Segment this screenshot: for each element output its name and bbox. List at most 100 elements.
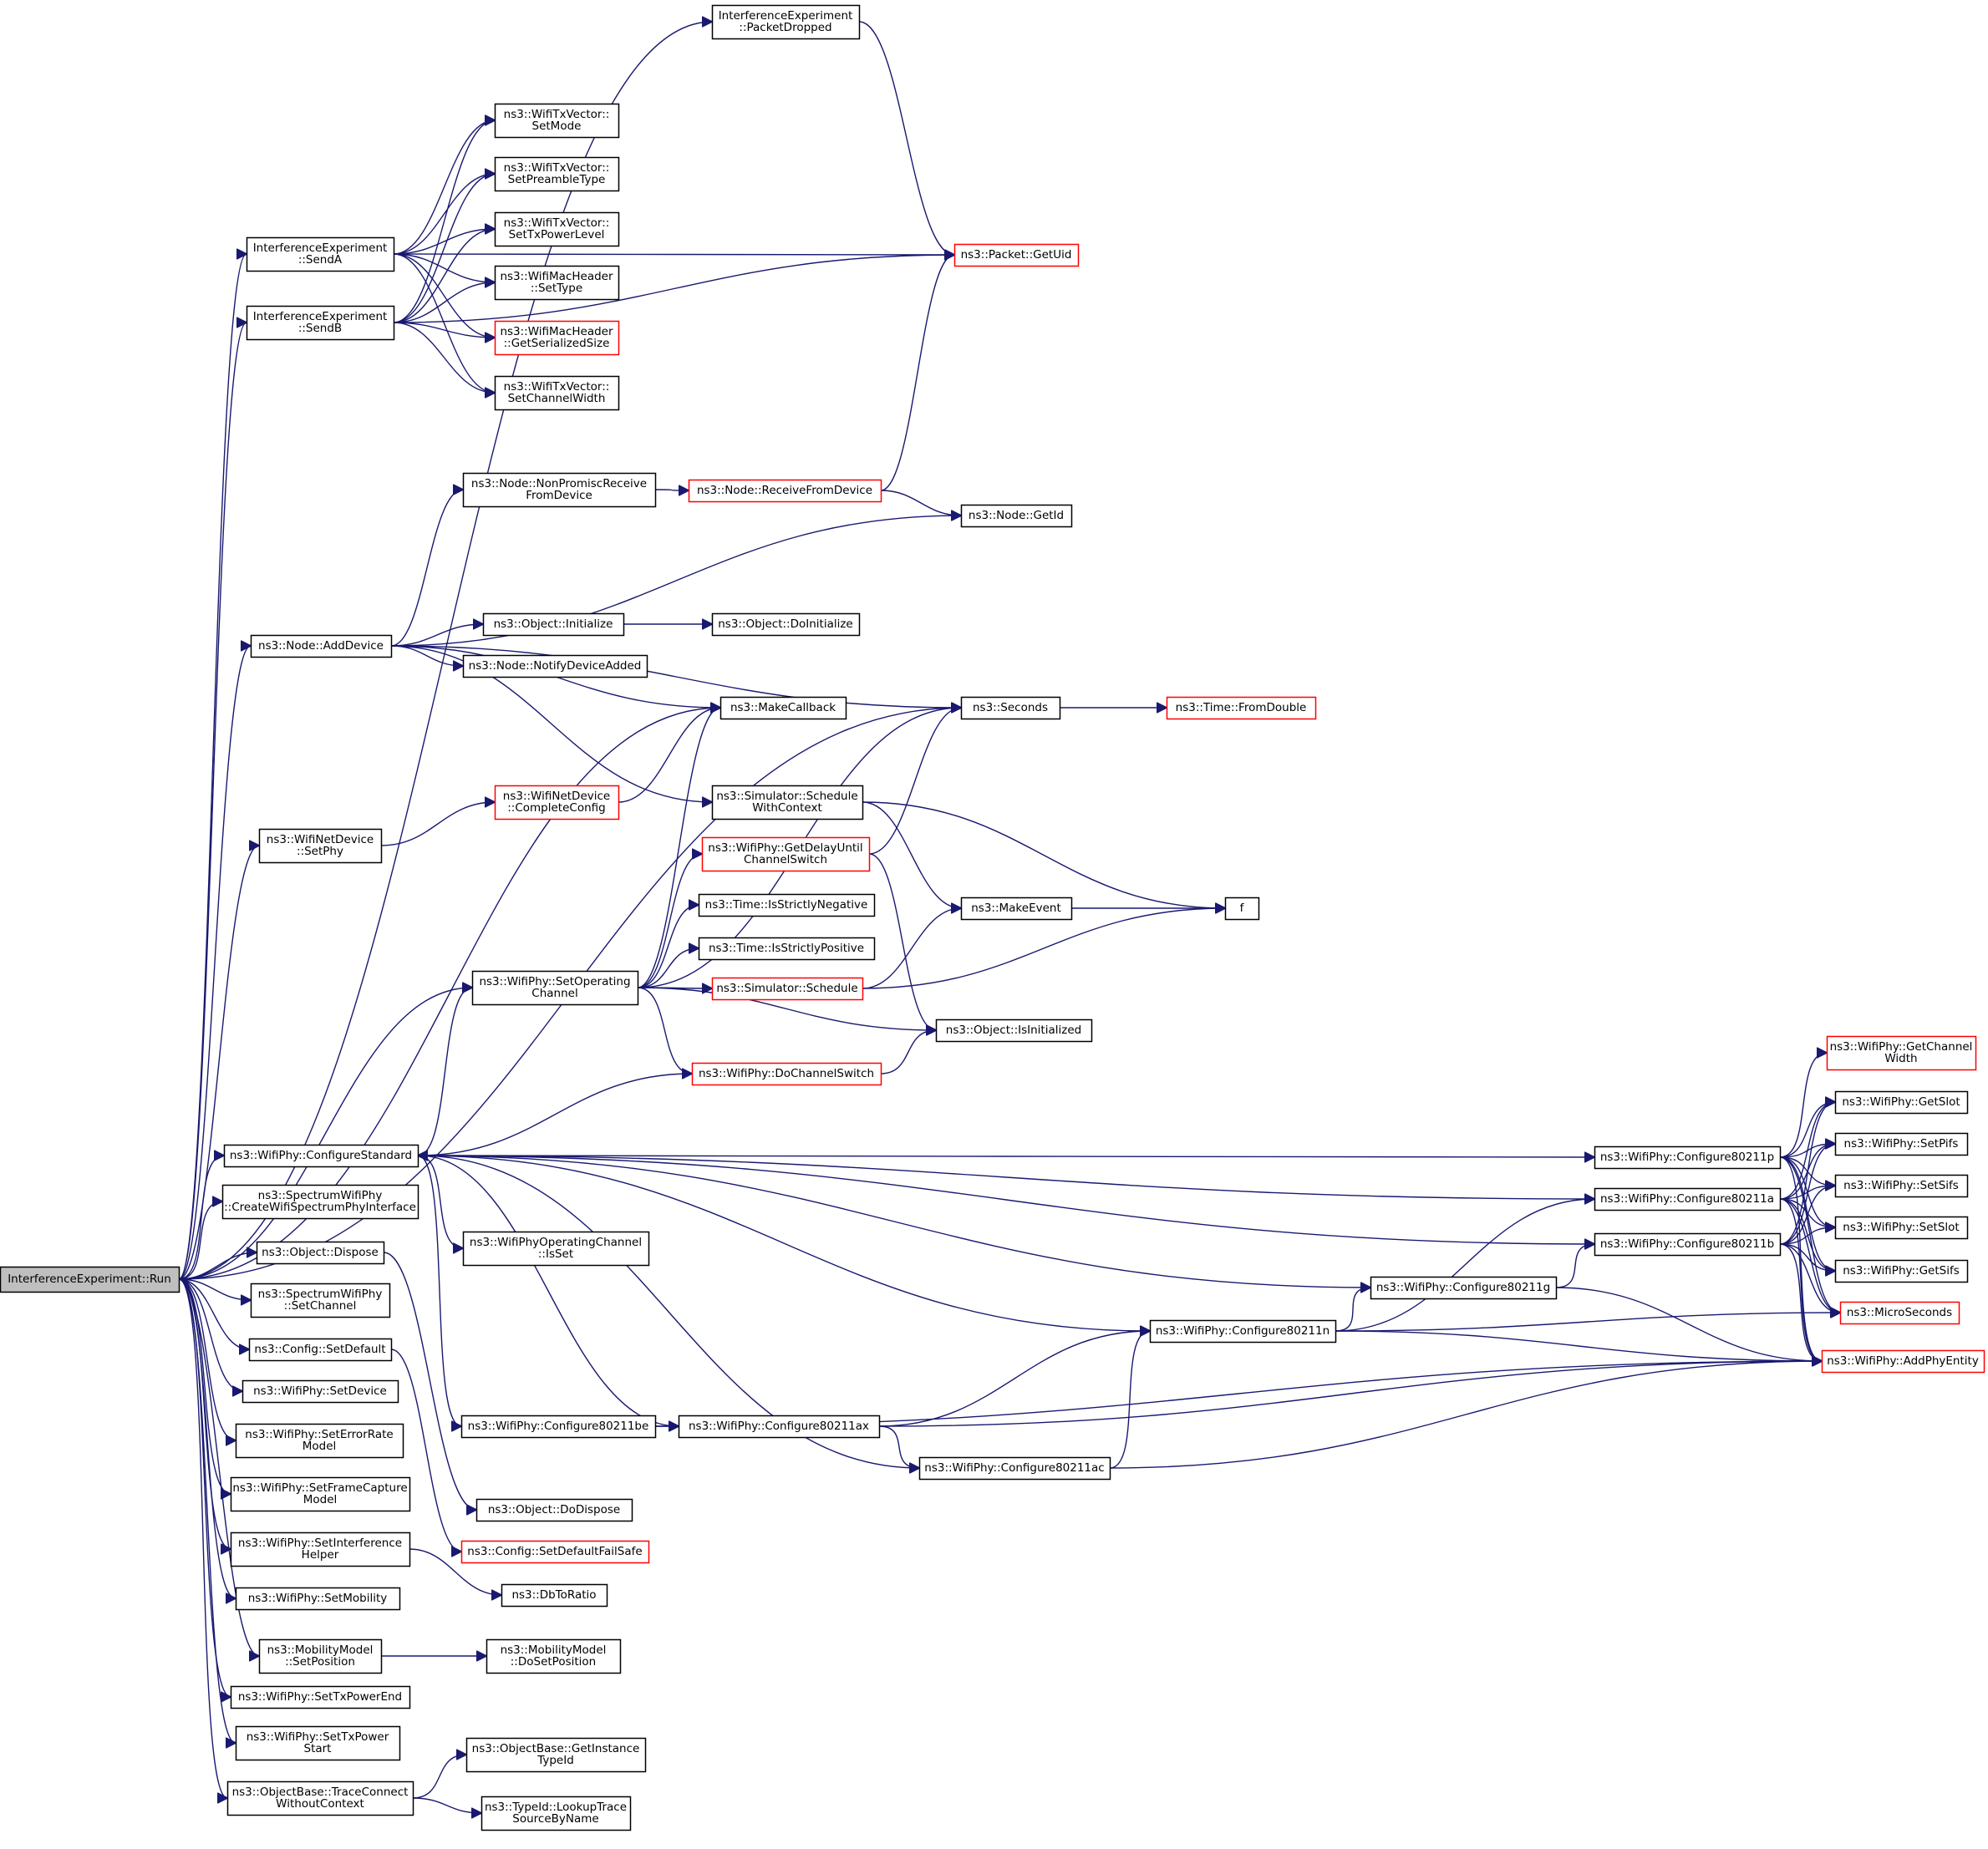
node-ns3-wifimacheader-settype[interactable]: ns3::WifiMacHeader::SetType: [494, 265, 620, 301]
edge-setoperatingchannel-to-dochannelswitch: [637, 987, 692, 1074]
edge-root-to-setposition: [178, 1278, 259, 1656]
edge-sendb-to-settype: [393, 282, 495, 323]
edge-root-to-adddevice: [178, 646, 251, 1280]
node-box: [698, 893, 876, 917]
node-ns3-wifiphy-setdevice[interactable]: ns3::WifiPhy::SetDevice: [242, 1379, 399, 1404]
node-label: ::DoSetPosition: [511, 1655, 596, 1669]
node-ns3-mobilitymodel-dosetposition[interactable]: ns3::MobilityModel::DoSetPosition: [486, 1638, 622, 1674]
node-ns3-makeevent[interactable]: ns3::MakeEvent: [960, 897, 1073, 921]
node-interferenceexperiment-senda[interactable]: InterferenceExperiment::SendA: [246, 236, 395, 272]
edge-root-to-configurestandard: [178, 1156, 224, 1280]
node-ns3-wifiphy-configure80211b[interactable]: ns3::WifiPhy::Configure80211b: [1594, 1232, 1782, 1257]
node-ns3-microseconds[interactable]: ns3::MicroSeconds: [1839, 1301, 1960, 1325]
node-ns3-wifinetdevice-completeconfig[interactable]: ns3::WifiNetDevice::CompleteConfig: [494, 785, 620, 820]
node-label: WithContext: [752, 801, 822, 815]
node-ns3-object-isinitialized[interactable]: ns3::Object::IsInitialized: [935, 1018, 1093, 1043]
node-ns3-wifiphy-configure80211ac[interactable]: ns3::WifiPhy::Configure80211ac: [918, 1456, 1111, 1481]
node-label: InterferenceExperiment: [253, 310, 388, 323]
node-interferenceexperiment-run[interactable]: InterferenceExperiment::Run: [0, 1266, 180, 1293]
node-ns3-wifiphy-configure80211be[interactable]: ns3::WifiPhy::Configure80211be: [460, 1415, 657, 1439]
node-ns3-wifiphy-configure80211ax[interactable]: ns3::WifiPhy::Configure80211ax: [678, 1415, 881, 1439]
node-ns3-time-isstrictlynegative[interactable]: ns3::Time::IsStrictlyNegative: [698, 893, 876, 917]
node-ns3-wifiphy-dochannelswitch[interactable]: ns3::WifiPhy::DoChannelSwitch: [691, 1062, 882, 1086]
node-label: ns3::Simulator::Schedule: [716, 790, 857, 803]
node-label: ns3::WifiNetDevice: [503, 790, 610, 803]
edge-root-to-setdevice: [178, 1278, 242, 1391]
node-label: ns3::Time::FromDouble: [1176, 701, 1307, 714]
edge-schedule-to-f: [862, 908, 1225, 989]
node-ns3-wifiphy-configure80211g[interactable]: ns3::WifiPhy::Configure80211g: [1370, 1276, 1558, 1300]
node-ns3-wifiphy-setmobility[interactable]: ns3::WifiPhy::SetMobility: [235, 1587, 401, 1611]
node-ns3-object-doinitialize[interactable]: ns3::Object::DoInitialize: [711, 612, 861, 637]
node-ns3-object-dodispose[interactable]: ns3::Object::DoDispose: [475, 1498, 633, 1522]
node-ns3-wifitxvector-setmode[interactable]: ns3::WifiTxVector::SetMode: [494, 103, 620, 139]
edge-c80211ax-to-c80211ac: [878, 1425, 919, 1468]
node-ns3-wifitxvector-setchannelwidth[interactable]: ns3::WifiTxVector::SetChannelWidth: [494, 375, 620, 411]
node-ns3-node-notifydeviceadded[interactable]: ns3::Node::NotifyDeviceAdded: [462, 654, 648, 678]
node-interferenceexperiment-packetdropped[interactable]: InterferenceExperiment::PacketDropped: [711, 4, 861, 40]
node-ns3-wifiphy-configurestandard[interactable]: ns3::WifiPhy::ConfigureStandard: [223, 1144, 419, 1168]
node-label: InterferenceExperiment::Run: [8, 1272, 171, 1286]
edge-configurestandard-to-c80211be: [417, 1155, 461, 1426]
node-ns3-wifinetdevice-setphy[interactable]: ns3::WifiNetDevice::SetPhy: [258, 828, 383, 864]
node-ns3-wifiphy-configure80211a[interactable]: ns3::WifiPhy::Configure80211a: [1594, 1187, 1782, 1212]
node-ns3-makecallback[interactable]: ns3::MakeCallback: [719, 696, 847, 720]
node-label: ns3::MobilityModel: [267, 1643, 374, 1657]
node-ns3-time-isstrictlypositive[interactable]: ns3::Time::IsStrictlyPositive: [698, 937, 876, 961]
node-label: ns3::WifiPhy::GetSifs: [1843, 1264, 1960, 1278]
node-label: ns3::WifiPhy::GetChannel: [1830, 1040, 1973, 1054]
node-ns3-wifiphy-setsifs[interactable]: ns3::WifiPhy::SetSifs: [1834, 1174, 1969, 1198]
node-ns3-wifimacheader-getserializedsize[interactable]: ns3::WifiMacHeader::GetSerializedSize: [494, 320, 620, 356]
node-ns3-wifiphy-setslot[interactable]: ns3::WifiPhy::SetSlot: [1834, 1216, 1969, 1240]
node-ns3-spectrumwifiphy-setchannel[interactable]: ns3::SpectrumWifiPhy::SetChannel: [250, 1283, 391, 1318]
node-ns3-config-setdefault[interactable]: ns3::Config::SetDefault: [248, 1338, 393, 1362]
node-label: ns3::WifiPhy::Configure80211ax: [689, 1420, 869, 1433]
node-ns3-node-receivefromdevice[interactable]: ns3::Node::ReceiveFromDevice: [688, 479, 882, 503]
node-ns3-spectrumwifiphy-createwifispectrumphyinterface[interactable]: ns3::SpectrumWifiPhy::CreateWifiSpectrum…: [221, 1184, 419, 1220]
node-ns3-object-initialize[interactable]: ns3::Object::Initialize: [482, 612, 625, 637]
node-ns3-wifiphyoperatingchannel-isset[interactable]: ns3::WifiPhyOperatingChannel::IsSet: [462, 1231, 650, 1267]
node-ns3-dbtoratio[interactable]: ns3::DbToRatio: [501, 1583, 608, 1608]
node-ns3-packet-getuid[interactable]: ns3::Packet::GetUid: [953, 243, 1080, 267]
edge-receivefromdevice-to-getid: [880, 490, 961, 516]
edge-setoperatingchannel-to-isstrictlynegative: [637, 905, 699, 988]
edge-c80211a-to-getsifs: [1779, 1198, 1835, 1271]
node-label: ns3::WifiPhy::Configure80211n: [1156, 1324, 1330, 1338]
node-ns3-node-getid[interactable]: ns3::Node::GetId: [960, 504, 1073, 528]
node-ns3-objectbase-traceconnect-withoutcontext[interactable]: ns3::ObjectBase::TraceConnectWithoutCont…: [226, 1780, 414, 1816]
node-ns3-wifiphy-addphyentity[interactable]: ns3::WifiPhy::AddPhyEntity: [1821, 1349, 1985, 1374]
node-ns3-wifiphy-configure80211p[interactable]: ns3::WifiPhy::Configure80211p: [1594, 1145, 1782, 1170]
node-ns3-wifitxvector-settxpowerlevel[interactable]: ns3::WifiTxVector::SetTxPowerLevel: [494, 211, 620, 247]
node-ns3-node-adddevice[interactable]: ns3::Node::AddDevice: [250, 634, 393, 658]
node-ns3-wifiphy-getslot[interactable]: ns3::WifiPhy::GetSlot: [1834, 1090, 1969, 1115]
node-ns3-wifiphy-settxpowerend[interactable]: ns3::WifiPhy::SetTxPowerEnd: [230, 1685, 411, 1709]
node-label: ns3::Object::DoInitialize: [718, 617, 853, 631]
node-ns3-config-setdefaultfailsafe[interactable]: ns3::Config::SetDefaultFailSafe: [460, 1540, 650, 1564]
node-interferenceexperiment-sendb[interactable]: InterferenceExperiment::SendB: [246, 305, 395, 341]
edge-c80211p-to-getchannelwidth: [1779, 1053, 1827, 1158]
node-ns3-seconds[interactable]: ns3::Seconds: [960, 696, 1061, 720]
node-box: [1594, 1145, 1782, 1170]
node-ns3-wifiphy-getsifs[interactable]: ns3::WifiPhy::GetSifs: [1834, 1259, 1969, 1283]
node-ns3-wifitxvector-setpreambletype[interactable]: ns3::WifiTxVector::SetPreambleType: [494, 156, 620, 192]
node-ns3-time-fromdouble[interactable]: ns3::Time::FromDouble: [1166, 696, 1317, 720]
node-ns3-mobilitymodel-setposition[interactable]: ns3::MobilityModel::SetPosition: [258, 1638, 383, 1674]
node-f[interactable]: f: [1224, 897, 1260, 921]
node-ns3-object-dispose[interactable]: ns3::Object::Dispose: [256, 1241, 385, 1265]
node-ns3-wifiphy-configure80211n[interactable]: ns3::WifiPhy::Configure80211n: [1149, 1319, 1337, 1344]
node-ns3-simulator-schedule[interactable]: ns3::Simulator::Schedule: [711, 977, 864, 1001]
edge-sendb-to-getserializedsize: [393, 322, 495, 338]
node-ns3-wifiphy-setpifs[interactable]: ns3::WifiPhy::SetPifs: [1834, 1132, 1969, 1156]
